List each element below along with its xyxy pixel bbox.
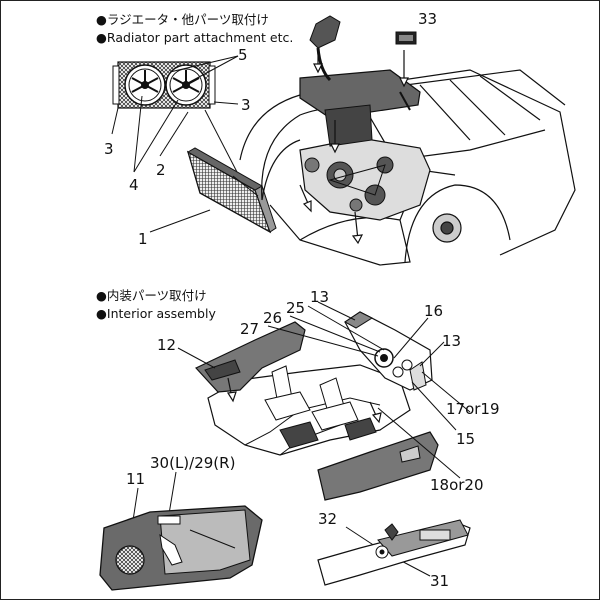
assembly-arrows-top [299,48,409,245]
label-part-18or20: 18or20 [430,476,484,494]
engine-block [299,137,431,221]
label-part-25: 25 [286,299,305,317]
assembly-arrows-interior [226,377,382,424]
label-part-5: 5 [238,46,248,64]
radiator-core [186,147,277,234]
label-part-13-right: 13 [442,332,461,350]
side-panel-12 [195,321,306,393]
center-console [317,519,471,586]
label-part-2: 2 [156,161,166,179]
label-part-16: 16 [424,302,443,320]
interior-seats [264,365,377,449]
door-card [99,505,263,591]
interior-title-en: ●Interior assembly [96,306,216,321]
engine-bay [239,69,576,266]
part-33-plate-detail [399,35,413,41]
label-part-4: 4 [129,176,139,194]
leader-lines-top [111,55,259,233]
label-part-13-top: 13 [310,288,329,306]
label-part-11: 11 [126,470,145,488]
label-part-15: 15 [456,430,475,448]
radiator-title-jp: ●ラジエータ・他パーツ取付け [96,12,269,27]
intake-assembly [299,15,421,147]
fan-right [165,64,207,106]
label-part-17or19: 17or19 [446,400,500,418]
fan-left [124,64,166,106]
interior-title-jp: ●内装パーツ取付け [96,288,207,303]
label-part-33: 33 [418,10,437,28]
label-part-30-29: 30(L)/29(R) [150,454,235,472]
label-part-26: 26 [263,309,282,327]
label-part-3-left: 3 [104,140,114,158]
label-part-3-right: 3 [241,96,251,114]
leader-lines-interior [129,301,471,577]
label-part-12: 12 [157,336,176,354]
side-panel-18-20 [317,431,439,501]
label-part-32: 32 [318,510,337,528]
label-part-1: 1 [138,230,148,248]
radiator-title-en: ●Radiator part attachment etc. [96,30,293,45]
label-part-31: 31 [430,572,449,590]
dashboard-assembly [344,311,433,391]
radiator-fan-assembly [112,61,216,109]
label-part-27: 27 [240,320,259,338]
